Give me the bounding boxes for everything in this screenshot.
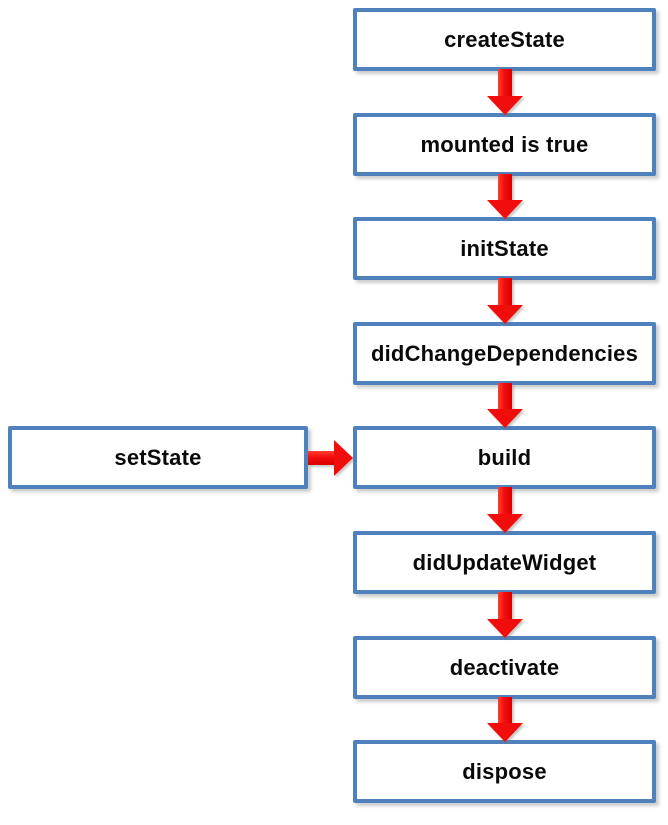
arrow-head — [487, 96, 523, 115]
arrow-head — [487, 200, 523, 219]
node-deactivate: deactivate — [353, 636, 656, 699]
arrow-head — [487, 409, 523, 428]
flow-arrow-down-icon — [487, 697, 523, 742]
arrow-stem — [498, 69, 512, 96]
flow-arrow-down-icon — [487, 592, 523, 638]
flow-arrow-down-icon — [487, 383, 523, 428]
node-initstate: initState — [353, 217, 656, 280]
flow-arrow-right-icon — [308, 440, 353, 476]
arrow-stem — [498, 383, 512, 409]
arrow-stem — [498, 278, 512, 305]
node-didupdatewidget: didUpdateWidget — [353, 531, 656, 594]
node-label: didChangeDependencies — [370, 340, 639, 366]
node-label: setState — [114, 444, 202, 470]
arrow-stem — [498, 697, 512, 723]
flow-arrow-down-icon — [487, 278, 523, 324]
node-createstate: createState — [353, 8, 656, 71]
node-label: createState — [444, 26, 565, 52]
arrow-head — [487, 514, 523, 533]
node-dispose: dispose — [353, 740, 656, 803]
node-mounted-is-true: mounted is true — [353, 113, 656, 176]
arrow-head — [487, 305, 523, 324]
arrow-head — [487, 723, 523, 742]
node-label: initState — [460, 235, 549, 261]
arrow-stem — [498, 592, 512, 619]
node-build: build — [353, 426, 656, 489]
arrow-head — [487, 619, 523, 638]
node-setstate: setState — [8, 426, 308, 489]
node-label: build — [477, 444, 532, 470]
arrow-stem — [498, 487, 512, 514]
flow-arrow-down-icon — [487, 174, 523, 219]
node-label: mounted is true — [420, 131, 589, 157]
node-label: deactivate — [449, 654, 560, 680]
arrow-stem — [498, 174, 512, 200]
node-didchangedependencies: didChangeDependencies — [353, 322, 656, 385]
flow-arrow-down-icon — [487, 487, 523, 533]
node-label: didUpdateWidget — [412, 549, 597, 575]
flow-arrow-down-icon — [487, 69, 523, 115]
arrow-head — [334, 440, 353, 476]
node-label: dispose — [462, 758, 547, 784]
arrow-stem — [308, 451, 334, 465]
